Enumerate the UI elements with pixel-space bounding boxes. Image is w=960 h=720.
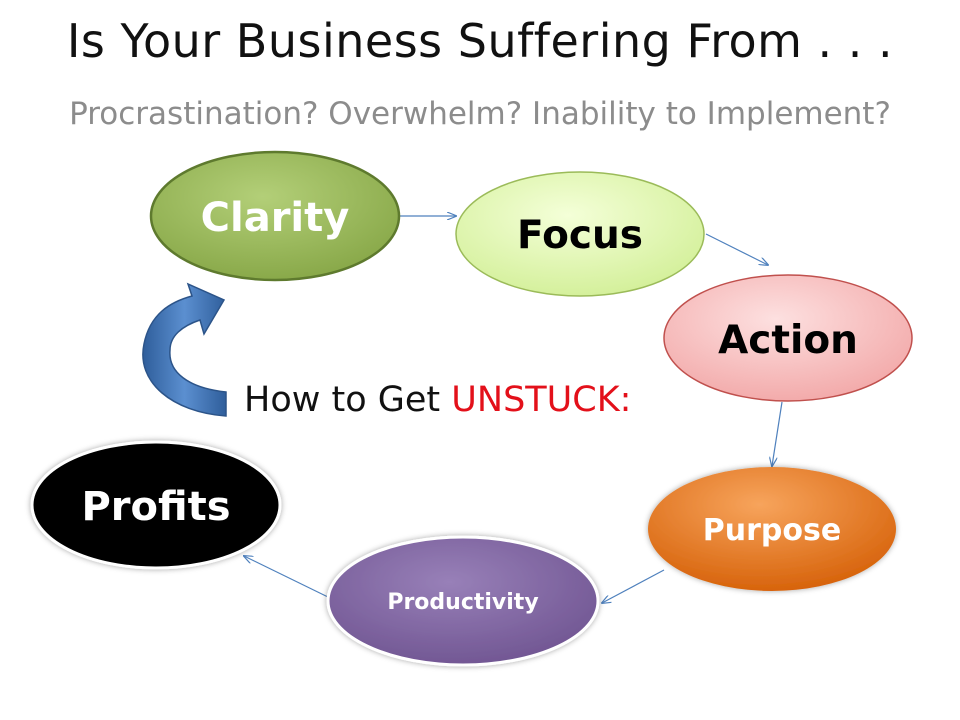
node-profits-label: Profits [81,484,230,530]
arrow-action-to-purpose [772,401,783,466]
node-productivity-label: Productivity [387,590,538,615]
center-text: How to Get [244,380,441,420]
arrow-productivity-to-profits [244,556,331,599]
node-clarity: Clarity [149,150,401,282]
arrow-purpose-to-productivity [602,569,665,603]
node-clarity-label: Clarity [201,195,350,241]
center-accent-text: UNSTUCK: [451,380,632,420]
node-profits: Profits [30,440,282,570]
node-productivity: Productivity [326,535,600,667]
center-label: How to Get UNSTUCK: [244,380,631,420]
node-action: Action [663,274,913,402]
curved-return-arrow [142,282,227,417]
node-focus: Focus [455,171,705,297]
node-focus-label: Focus [517,213,643,258]
arrow-focus-to-action [705,233,768,265]
node-purpose: Purpose [648,467,896,591]
slide-subtitle: Procrastination? Overwhelm? Inability to… [69,96,891,132]
node-purpose-label: Purpose [703,513,841,548]
node-action-label: Action [718,318,858,363]
slide-title: Is Your Business Suffering From . . . [66,14,894,68]
